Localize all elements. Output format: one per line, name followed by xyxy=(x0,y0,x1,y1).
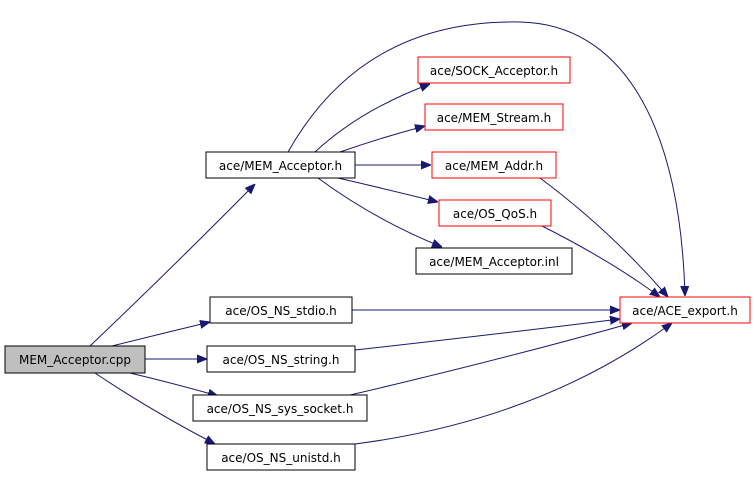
edge-mem-acceptor-h-to-mem-stream xyxy=(339,126,425,153)
node-mem-acceptor-cpp[interactable]: MEM_Acceptor.cpp xyxy=(4,345,146,374)
node-label-sock-acceptor-h: ace/SOCK_Acceptor.h xyxy=(430,64,558,78)
edge-mem-acceptor-h-to-ace-export-arc xyxy=(287,21,685,296)
node-os-ns-sys-socket-h[interactable]: ace/OS_NS_sys_socket.h xyxy=(192,394,368,422)
edge-os-ns-sys-socket-to-ace-export xyxy=(349,323,632,396)
node-mem-acceptor-inl[interactable]: ace/MEM_Acceptor.inl xyxy=(415,247,573,275)
node-sock-acceptor-h[interactable]: ace/SOCK_Acceptor.h xyxy=(417,56,571,84)
edge-root-to-os-ns-stdio xyxy=(111,322,210,347)
node-mem-stream-h[interactable]: ace/MEM_Stream.h xyxy=(424,103,564,131)
node-os-ns-stdio-h[interactable]: ace/OS_NS_stdio.h xyxy=(209,296,353,324)
edge-root-to-os-ns-sys-socket xyxy=(129,372,218,396)
node-os-ns-unistd-h[interactable]: ace/OS_NS_unistd.h xyxy=(206,443,356,471)
edge-os-ns-string-to-ace-export xyxy=(354,319,620,351)
edge-root-to-os-ns-unistd xyxy=(94,372,215,444)
edge-mem-acceptor-h-to-os-qos xyxy=(337,177,438,202)
edge-os-qos-to-ace-export xyxy=(539,224,660,297)
node-mem-addr-h[interactable]: ace/MEM_Addr.h xyxy=(431,151,557,179)
node-os-ns-string-h[interactable]: ace/OS_NS_string.h xyxy=(206,345,356,373)
edge-mem-acceptor-h-to-mem-acceptor-inl xyxy=(317,177,442,247)
node-label-mem-acceptor-cpp: MEM_Acceptor.cpp xyxy=(19,353,131,367)
node-label-os-qos-h: ace/OS_QoS.h xyxy=(453,207,537,221)
node-label-os-ns-stdio-h: ace/OS_NS_stdio.h xyxy=(225,304,337,318)
node-label-mem-acceptor-h: ace/MEM_Acceptor.h xyxy=(219,159,342,173)
node-ace-export-h[interactable]: ace/ACE_export.h xyxy=(619,296,751,324)
edge-os-ns-unistd-to-ace-export xyxy=(354,323,672,445)
node-label-os-ns-sys-socket-h: ace/OS_NS_sys_socket.h xyxy=(207,402,354,416)
node-label-os-ns-string-h: ace/OS_NS_string.h xyxy=(223,353,340,367)
node-mem-acceptor-h[interactable]: ace/MEM_Acceptor.h xyxy=(205,151,356,179)
node-label-ace-export-h: ace/ACE_export.h xyxy=(632,304,738,318)
node-label-mem-addr-h: ace/MEM_Addr.h xyxy=(445,159,543,173)
nodes: MEM_Acceptor.cpp ace/MEM_Acceptor.h ace/… xyxy=(4,56,751,471)
node-os-qos-h[interactable]: ace/OS_QoS.h xyxy=(438,199,552,227)
edge-root-to-mem-acceptor-h xyxy=(89,184,255,347)
edge-mem-acceptor-h-to-sock-acceptor xyxy=(314,84,430,153)
edges xyxy=(89,21,685,445)
edge-mem-addr-to-ace-export xyxy=(539,177,668,297)
node-label-mem-stream-h: ace/MEM_Stream.h xyxy=(437,111,552,125)
node-label-mem-acceptor-inl: ace/MEM_Acceptor.inl xyxy=(429,255,559,269)
node-label-os-ns-unistd-h: ace/OS_NS_unistd.h xyxy=(221,451,341,465)
